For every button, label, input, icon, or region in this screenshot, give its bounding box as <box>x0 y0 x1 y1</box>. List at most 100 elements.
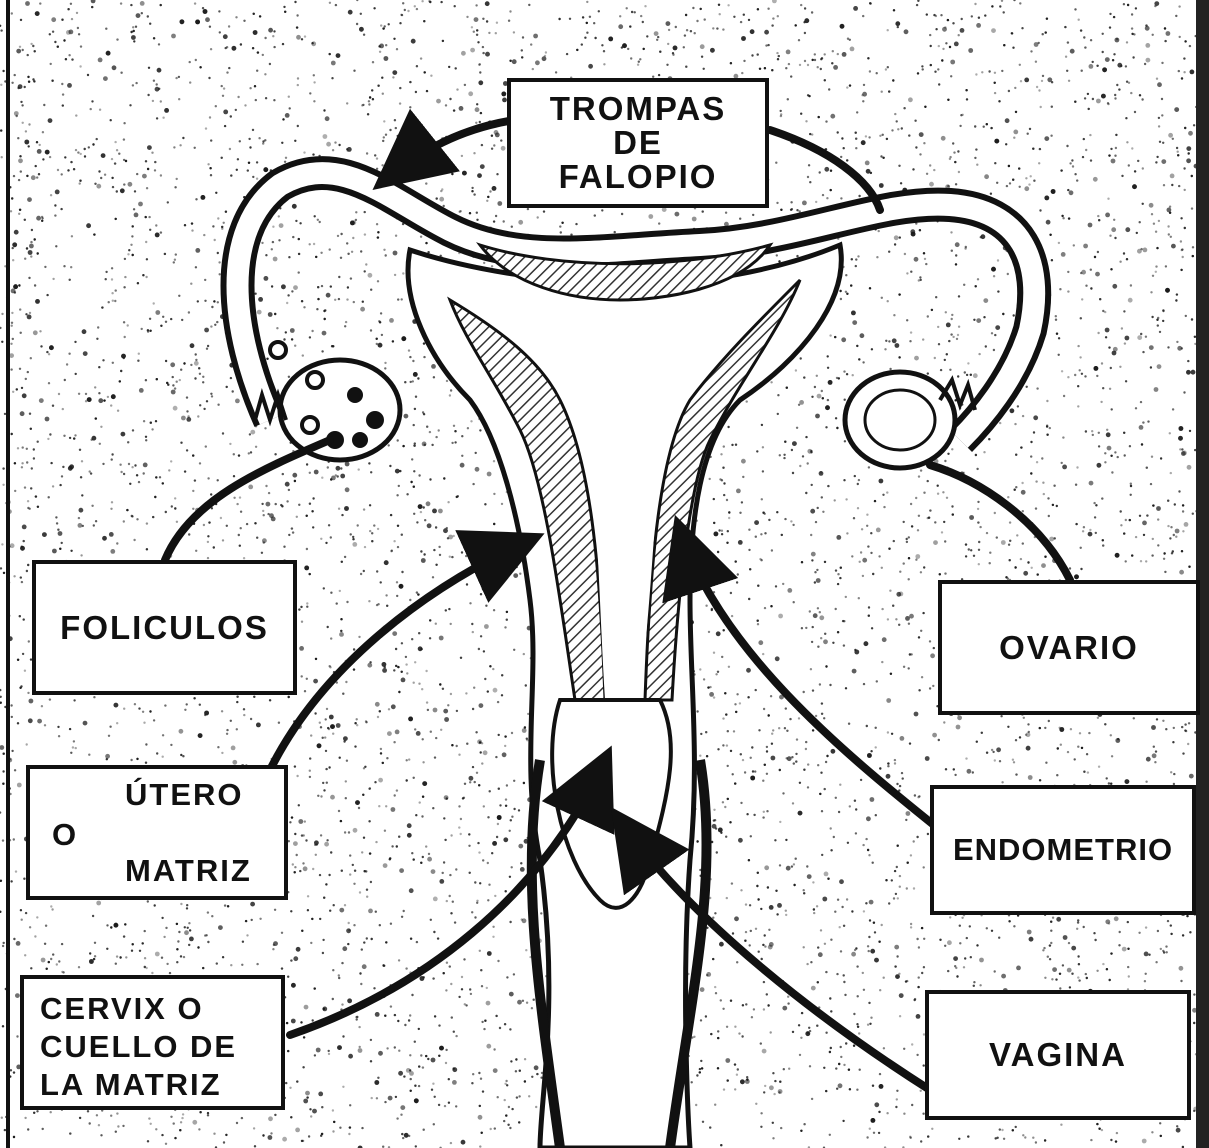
speckle-dot <box>887 66 889 68</box>
speckle-dot <box>242 941 244 943</box>
speckle-dot <box>306 678 308 680</box>
speckle-dot <box>1009 521 1011 523</box>
speckle-dot <box>271 248 273 250</box>
speckle-dot <box>502 752 507 757</box>
speckle-dot <box>777 394 779 396</box>
speckle-dot <box>479 429 481 431</box>
speckle-dot <box>416 8 418 10</box>
speckle-dot <box>472 766 474 768</box>
speckle-dot <box>895 893 897 895</box>
speckle-dot <box>361 1127 363 1129</box>
speckle-dot <box>1111 408 1113 410</box>
speckle-dot <box>1143 534 1145 536</box>
speckle-dot <box>444 1105 446 1107</box>
speckle-dot <box>908 97 913 102</box>
speckle-dot <box>98 392 100 394</box>
speckle-dot <box>903 1113 905 1115</box>
speckle-dot <box>2 70 4 72</box>
speckle-dot <box>362 964 367 969</box>
speckle-dot <box>470 993 472 995</box>
speckle-dot <box>1067 968 1072 973</box>
speckle-dot <box>35 165 37 167</box>
speckle-dot <box>944 359 946 361</box>
speckle-dot <box>910 271 912 273</box>
speckle-dot <box>784 518 786 520</box>
speckle-dot <box>116 149 118 151</box>
speckle-dot <box>345 487 350 492</box>
speckle-dot <box>247 169 249 171</box>
speckle-dot <box>325 116 330 121</box>
speckle-dot <box>380 312 382 314</box>
speckle-dot <box>805 120 807 122</box>
speckle-dot <box>1187 743 1189 745</box>
speckle-dot <box>1135 536 1137 538</box>
speckle-dot <box>398 157 400 159</box>
speckle-dot <box>1015 1126 1017 1128</box>
speckle-dot <box>88 146 90 148</box>
speckle-dot <box>1007 273 1009 275</box>
speckle-dot <box>29 244 34 249</box>
speckle-dot <box>420 511 422 513</box>
speckle-dot <box>1035 61 1037 63</box>
speckle-dot <box>271 285 273 287</box>
speckle-dot <box>699 668 701 670</box>
speckle-dot <box>341 1003 343 1005</box>
speckle-dot <box>306 463 308 465</box>
speckle-dot <box>131 235 133 237</box>
speckle-dot <box>240 527 242 529</box>
speckle-dot <box>1090 39 1092 41</box>
speckle-dot <box>915 497 917 499</box>
speckle-dot <box>725 1058 730 1063</box>
speckle-dot <box>543 210 545 212</box>
speckle-dot <box>24 486 26 488</box>
speckle-dot <box>1013 130 1018 135</box>
speckle-dot <box>804 60 806 62</box>
speckle-dot <box>452 901 454 903</box>
speckle-dot <box>469 781 471 783</box>
speckle-dot <box>474 916 476 918</box>
speckle-dot <box>1085 285 1087 287</box>
speckle-dot <box>84 155 86 157</box>
speckle-dot <box>714 1104 716 1106</box>
speckle-dot <box>310 1115 312 1117</box>
speckle-dot <box>326 293 331 298</box>
speckle-dot <box>734 703 736 705</box>
speckle-dot <box>881 924 883 926</box>
speckle-dot <box>769 905 774 910</box>
speckle-dot <box>830 939 832 941</box>
speckle-dot <box>255 446 257 448</box>
speckle-dot <box>24 86 26 88</box>
speckle-dot <box>124 276 126 278</box>
speckle-dot <box>70 266 72 268</box>
speckle-dot <box>1140 560 1142 562</box>
speckle-dot <box>136 173 138 175</box>
speckle-dot <box>1060 1124 1062 1126</box>
speckle-dot <box>313 81 315 83</box>
speckle-dot <box>229 148 231 150</box>
speckle-dot <box>368 273 373 278</box>
speckle-dot <box>181 416 186 421</box>
speckle-dot <box>1023 717 1025 719</box>
speckle-dot <box>761 498 763 500</box>
speckle-dot <box>21 387 23 389</box>
speckle-dot <box>393 38 395 40</box>
speckle-dot <box>313 100 315 102</box>
speckle-dot <box>176 521 178 523</box>
speckle-dot <box>601 209 603 211</box>
speckle-dot <box>109 726 111 728</box>
speckle-dot <box>895 618 897 620</box>
speckle-dot <box>381 77 383 79</box>
speckle-dot <box>1163 558 1165 560</box>
speckle-dot <box>944 460 946 462</box>
speckle-dot <box>292 863 294 865</box>
speckle-dot <box>304 1005 309 1010</box>
speckle-dot <box>52 485 54 487</box>
speckle-dot <box>942 491 944 493</box>
speckle-dot <box>359 1046 361 1048</box>
speckle-dot <box>80 554 82 556</box>
speckle-dot <box>894 759 896 761</box>
speckle-dot <box>783 454 785 456</box>
speckle-dot <box>619 15 621 17</box>
speckle-dot <box>467 427 469 429</box>
speckle-dot <box>1056 505 1058 507</box>
